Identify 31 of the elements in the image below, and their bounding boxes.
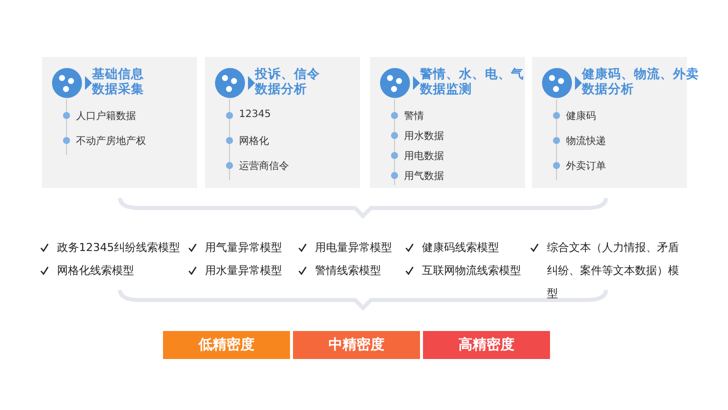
- model-label: 综合文本（人力情报、矛盾纠纷、案件等文本数据）模型: [547, 240, 680, 302]
- list-item: 人口户籍数据: [76, 110, 136, 123]
- list-item: 物流快递: [566, 134, 606, 148]
- card-heading: 警情、水、电、气数据监测: [420, 66, 525, 96]
- model-label: 健康码线索模型: [422, 240, 499, 256]
- level-bar: 中精密度: [293, 331, 420, 359]
- list-item: 网格化: [239, 134, 269, 148]
- card: [205, 57, 360, 188]
- card: [370, 57, 525, 188]
- level-bar: 低精密度: [163, 331, 290, 359]
- list-item: 12345: [239, 109, 271, 120]
- model-label: 网格化线索模型: [57, 263, 134, 279]
- list-item: 用气数据: [404, 170, 444, 183]
- card-heading: 基础信息数据采集: [92, 66, 145, 96]
- list-item: 不动产房地产权: [76, 134, 146, 148]
- list-item: 运营商信令: [239, 160, 289, 173]
- model-label: 警情线索模型: [315, 263, 381, 279]
- list-item: 用电数据: [404, 150, 444, 163]
- model-label: 用气量异常模型: [205, 240, 282, 256]
- model-label: 用电量异常模型: [315, 240, 392, 256]
- card-heading: 投诉、信令数据分析: [255, 66, 321, 96]
- level-bar: 高精密度: [423, 331, 550, 359]
- list-item: 用水数据: [404, 130, 444, 143]
- model-label: 用水量异常模型: [205, 263, 282, 279]
- card: [42, 57, 197, 188]
- model-label: 政务12345纠纷线索模型: [57, 240, 180, 256]
- list-item: 健康码: [566, 110, 596, 123]
- list-item: 警情: [404, 110, 424, 123]
- card-heading: 健康码、物流、外卖数据分析: [582, 66, 700, 96]
- list-item: 外卖订单: [566, 160, 606, 173]
- model-label: 互联网物流线索模型: [422, 263, 521, 279]
